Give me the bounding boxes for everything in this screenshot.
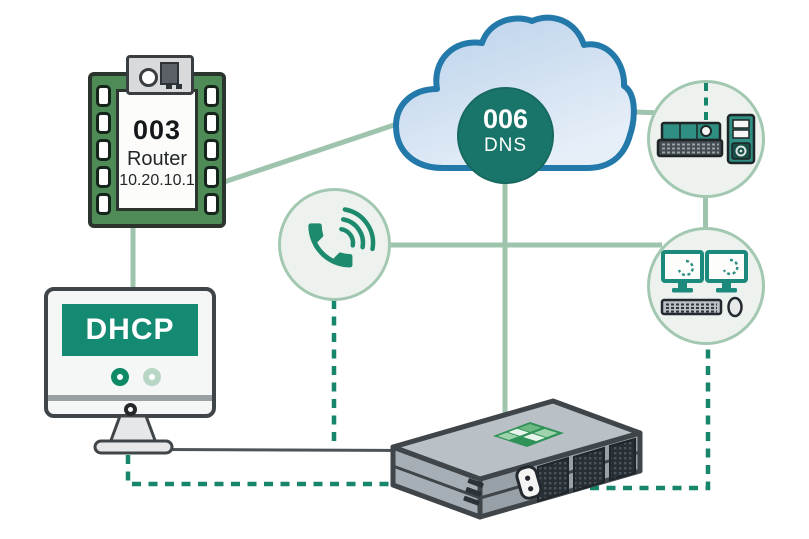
- dns-node: 006 DNS: [457, 87, 554, 184]
- monitor-right-icon: [705, 250, 748, 293]
- module-lens-icon: [139, 68, 158, 87]
- dhcp-server-node: DHCP: [42, 287, 224, 457]
- router-option-code: 003: [132, 114, 182, 145]
- switch-label: [493, 422, 564, 447]
- switch-vents: [537, 437, 636, 503]
- dual-monitor-icon: [660, 250, 748, 318]
- switch-power-port: [515, 465, 543, 500]
- chip-pins-left: [95, 85, 111, 215]
- dashed-switch-workstations: [590, 346, 711, 491]
- server-node: [647, 80, 765, 198]
- voip-phone-node: [278, 188, 391, 301]
- dhcp-option-chip-icon: 003 Router 10.20.10.1: [88, 72, 226, 228]
- signal-waves-icon: [339, 207, 376, 252]
- switch-ports: [463, 478, 484, 506]
- router-info-panel: 003 Router 10.20.10.1: [116, 89, 198, 211]
- network-switch-icon: [390, 398, 643, 520]
- module-port-icon: [160, 62, 179, 85]
- chip-module-icon: [126, 55, 194, 95]
- monitor-chin-divider: [48, 395, 212, 401]
- dhcp-screen: DHCP: [62, 304, 198, 356]
- dashed-dhcp-switch: [125, 455, 397, 487]
- monitor-icon: DHCP: [44, 287, 216, 418]
- mouse-icon: [727, 296, 743, 318]
- link-router-cloud: [223, 114, 419, 185]
- router-label: Router: [126, 147, 188, 170]
- tower-pc-icon: [726, 113, 756, 165]
- dns-label: DNS: [483, 135, 528, 156]
- phone-icon: [308, 207, 376, 268]
- router-node: 003 Router 10.20.10.1: [88, 55, 230, 230]
- chip-pins-right: [203, 85, 219, 215]
- monitor-left-icon: [661, 250, 704, 293]
- workstation-node: [647, 227, 765, 345]
- keyboard-icon: [660, 298, 723, 316]
- cable-dhcp-switch: [163, 448, 401, 452]
- status-dot-idle: [143, 368, 161, 386]
- server-and-tower-pc-icon: [656, 83, 756, 165]
- dns-option-code: 006: [482, 104, 529, 134]
- status-dot-active: [111, 368, 129, 386]
- monitor-stand: [93, 416, 174, 455]
- rack-server-icon: [656, 121, 724, 158]
- router-ip-address: 10.20.10.1: [119, 171, 195, 189]
- monitor-camera-icon: [124, 403, 137, 416]
